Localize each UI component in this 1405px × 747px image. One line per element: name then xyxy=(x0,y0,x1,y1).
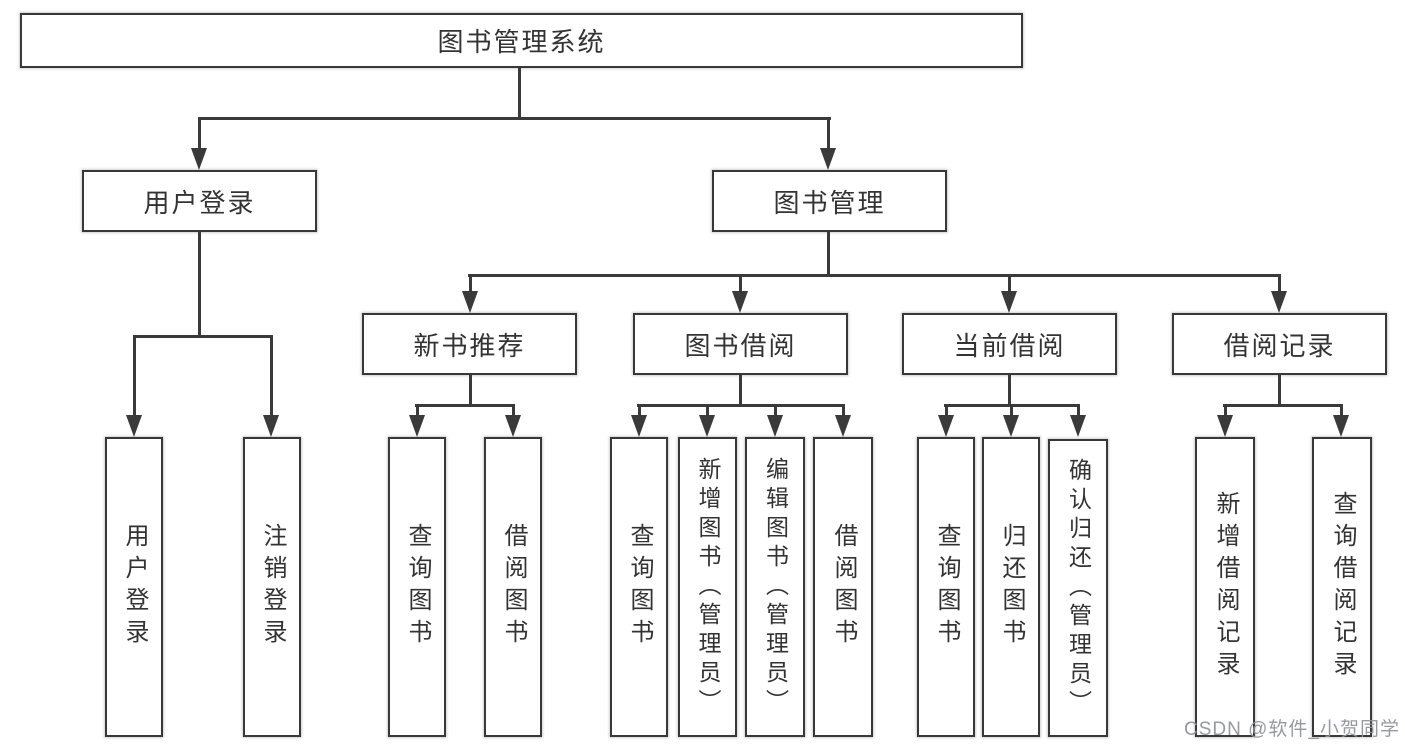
node-label: 用户登录 xyxy=(121,523,148,651)
connector-line xyxy=(468,274,1280,277)
connector-line xyxy=(1340,404,1343,417)
connector-line xyxy=(1008,274,1011,294)
node-label: 确认归还（管理员） xyxy=(1065,457,1092,719)
arrow-down-icon xyxy=(1217,415,1233,437)
node-label: 查询图书 xyxy=(626,523,653,651)
connector-line xyxy=(270,335,273,417)
connector-line xyxy=(945,404,948,417)
arrow-down-icon xyxy=(938,415,954,437)
leaf-query-books: 查询图书 xyxy=(388,437,446,737)
leaf-query-borrow-record: 查询借阅记录 xyxy=(1312,437,1372,737)
arrow-down-icon xyxy=(263,415,279,437)
leaf-query-books: 查询图书 xyxy=(917,437,975,737)
connector-line xyxy=(842,404,845,417)
arrow-down-icon xyxy=(732,291,748,313)
node-book-borrowing: 图书借阅 xyxy=(633,313,848,375)
node-label: 图书管理 xyxy=(773,187,886,218)
arrow-down-icon xyxy=(505,415,521,437)
connector-line xyxy=(1008,375,1011,407)
connector-line xyxy=(1278,375,1281,407)
connector-line xyxy=(637,404,845,407)
csdn-watermark: CSDN @软件_小贺同学 xyxy=(1184,719,1400,740)
node-book-management: 图书管理 xyxy=(712,170,947,232)
connector-line xyxy=(638,404,641,417)
leaf-return-books: 归还图书 xyxy=(982,437,1040,737)
connector-line xyxy=(469,274,472,294)
node-label: 借阅图书 xyxy=(830,523,857,651)
node-label: 当前借阅 xyxy=(953,330,1066,361)
arrow-down-icon xyxy=(126,415,142,437)
node-label: 用户登录 xyxy=(143,187,256,218)
leaf-borrow-books: 借阅图书 xyxy=(484,437,542,737)
leaf-add-books-admin: 新增图书（管理员） xyxy=(678,437,737,737)
node-label: 查询图书 xyxy=(933,523,960,651)
arrow-down-icon xyxy=(699,415,715,437)
leaf-edit-books-admin: 编辑图书（管理员） xyxy=(745,437,805,737)
arrow-down-icon xyxy=(1001,291,1017,313)
arrow-down-icon xyxy=(1333,415,1349,437)
node-label: 查询借阅记录 xyxy=(1329,491,1356,683)
node-label: 借阅记录 xyxy=(1223,330,1336,361)
connector-line xyxy=(1010,404,1013,417)
leaf-borrow-books: 借阅图书 xyxy=(813,437,873,737)
connector-line xyxy=(827,117,830,151)
connector-line xyxy=(512,404,515,417)
connector-line xyxy=(827,232,830,277)
connector-line xyxy=(1224,404,1227,417)
arrow-down-icon xyxy=(409,415,425,437)
connector-line xyxy=(198,117,831,120)
connector-line xyxy=(469,375,472,407)
connector-line xyxy=(198,232,201,338)
node-label: 编辑图书（管理员） xyxy=(762,456,789,718)
connector-line xyxy=(1278,274,1281,294)
node-library-management-system: 图书管理系统 xyxy=(20,13,1023,68)
leaf-logout: 注销登录 xyxy=(243,437,301,737)
node-current-borrowing: 当前借阅 xyxy=(902,313,1117,375)
node-label: 新增图书（管理员） xyxy=(695,456,721,718)
leaf-add-borrow-record: 新增借阅记录 xyxy=(1195,437,1255,737)
connector-line xyxy=(739,375,742,407)
arrow-down-icon xyxy=(1003,415,1019,437)
arrow-down-icon xyxy=(191,148,207,170)
node-label: 图书管理系统 xyxy=(437,27,606,57)
connector-line xyxy=(1223,404,1343,407)
connector-line xyxy=(518,68,521,120)
node-borrowing-records: 借阅记录 xyxy=(1172,313,1387,375)
leaf-user-login: 用户登录 xyxy=(105,437,163,737)
arrow-down-icon xyxy=(1271,291,1287,313)
arrow-down-icon xyxy=(462,291,478,313)
node-label: 新书推荐 xyxy=(413,330,526,361)
node-user-login: 用户登录 xyxy=(82,170,317,232)
arrow-down-icon xyxy=(835,415,851,437)
node-label: 注销登录 xyxy=(259,523,286,651)
connector-line xyxy=(416,404,419,417)
connector-line xyxy=(198,117,201,151)
connector-line xyxy=(133,335,273,338)
node-label: 新增借阅记录 xyxy=(1212,491,1239,683)
node-label: 借阅图书 xyxy=(500,523,527,651)
node-new-book-recommendation: 新书推荐 xyxy=(362,313,577,375)
node-label: 归还图书 xyxy=(998,523,1025,651)
leaf-query-books: 查询图书 xyxy=(610,437,668,737)
node-label: 图书借阅 xyxy=(684,330,797,361)
connector-line xyxy=(706,404,709,417)
arrow-down-icon xyxy=(1070,415,1086,437)
node-label: 查询图书 xyxy=(404,523,431,651)
connector-line xyxy=(774,404,777,417)
connector-line xyxy=(133,335,136,417)
arrow-down-icon xyxy=(820,148,836,170)
connector-line xyxy=(415,404,515,407)
arrow-down-icon xyxy=(767,415,783,437)
leaf-confirm-return-admin: 确认归还（管理员） xyxy=(1048,439,1108,737)
connector-line xyxy=(1077,404,1080,417)
arrow-down-icon xyxy=(631,415,647,437)
connector-line xyxy=(739,274,742,294)
